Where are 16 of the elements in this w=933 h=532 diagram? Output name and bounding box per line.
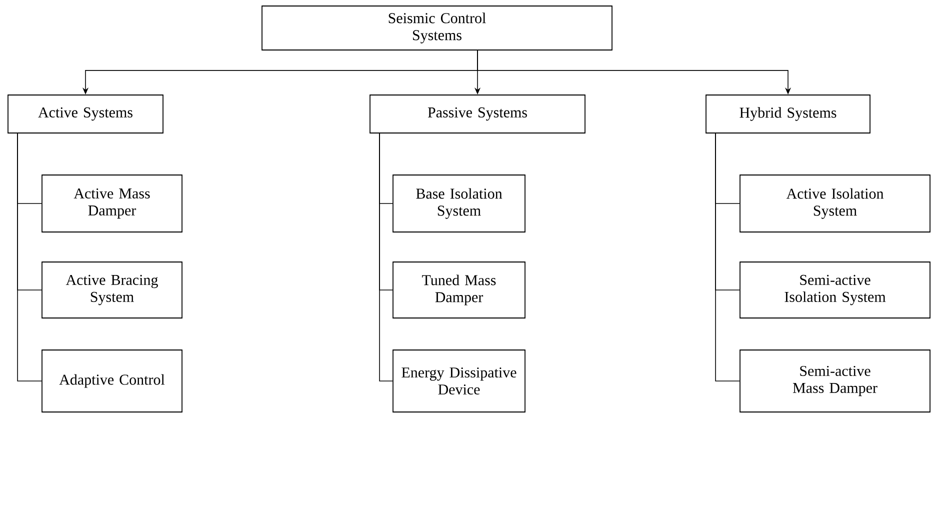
category-box: Active Systems — [8, 94, 164, 134]
tree-line — [379, 133, 393, 382]
system-box: Active Isolation System — [740, 174, 930, 232]
system-box: Semi-active Isolation System — [740, 262, 930, 318]
system-box: Tuned Mass Damper — [392, 262, 526, 318]
root-box: Seismic Control Systems — [262, 6, 612, 50]
tree-line — [715, 133, 740, 382]
tree-line — [17, 133, 42, 382]
category-box: Passive Systems — [370, 94, 586, 134]
category-box: Hybrid Systems — [706, 94, 870, 134]
system-box: Active Bracing System — [42, 262, 182, 318]
system-box: Semi-active Mass Damper — [740, 350, 930, 412]
system-box: Active Mass Damper — [42, 174, 182, 232]
system-box: Adaptive Control — [42, 350, 182, 412]
system-box: Energy Dissipative Device — [392, 350, 526, 412]
system-box: Base Isolation System — [392, 174, 526, 232]
